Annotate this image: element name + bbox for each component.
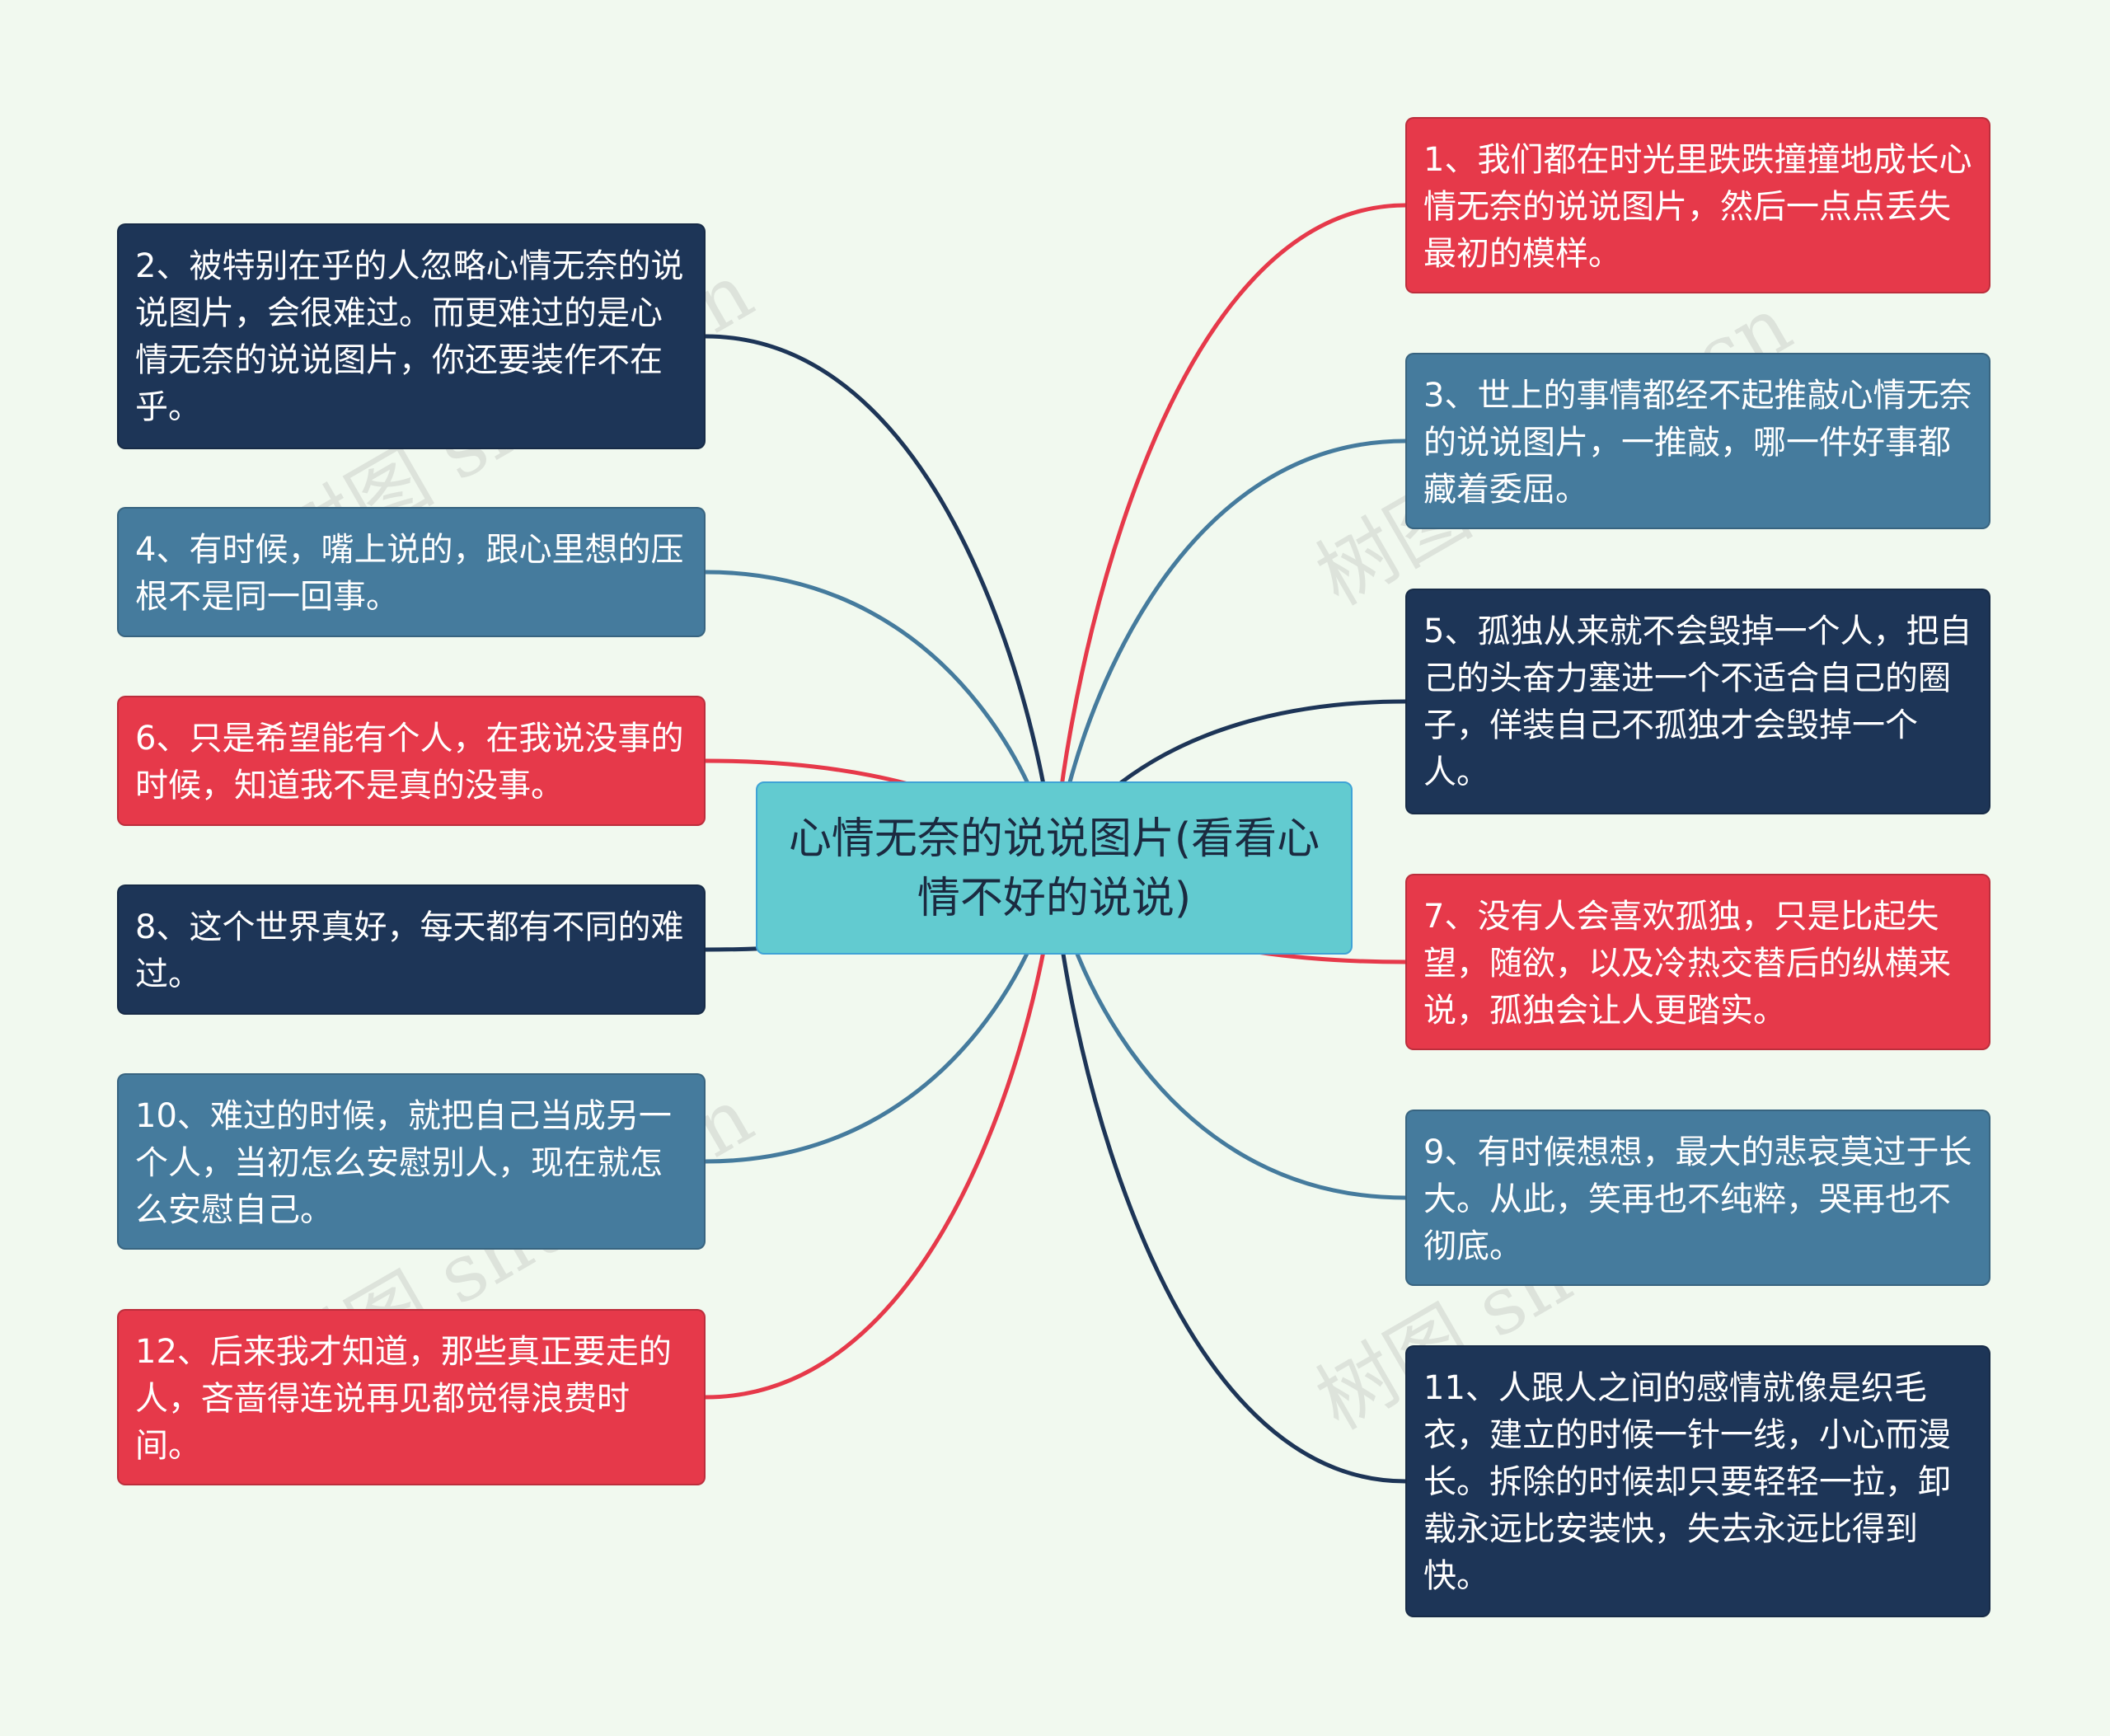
branch-node-5[interactable]: 5、孤独从来就不会毁掉一个人，把自己的头奋力塞进一个不适合自己的圈子，佯装自己不… [1405,589,1990,814]
branch-node-10[interactable]: 10、难过的时候，就把自己当成另一个人，当初怎么安慰别人，现在就怎么安慰自己。 [117,1073,706,1250]
central-topic[interactable]: 心情无奈的说说图片(看看心情不好的说说) [756,781,1353,955]
connector-1 [1052,203,1406,869]
branch-node-7[interactable]: 7、没有人会喜欢孤独，只是比起失望，随欲，以及冷热交替后的纵横来说，孤独会让人更… [1405,874,1990,1050]
branch-node-2[interactable]: 2、被特别在乎的人忽略心情无奈的说说图片，会很难过。而更难过的是心情无奈的说说图… [117,223,706,449]
branch-node-1[interactable]: 1、我们都在时光里跌跌撞撞地成长心情无奈的说说图片，然后一点点丢失最初的模样。 [1405,117,1990,293]
branch-node-9[interactable]: 9、有时候想想，最大的悲哀莫过于长大。从此，笑再也不纯粹，哭再也不彻底。 [1405,1110,1990,1286]
branch-node-3[interactable]: 3、世上的事情都经不起推敲心情无奈的说说图片，一推敲，哪一件好事都藏着委屈。 [1405,353,1990,529]
branch-node-8[interactable]: 8、这个世界真好，每天都有不同的难过。 [117,884,706,1015]
branch-node-4[interactable]: 4、有时候，嘴上说的，跟心里想的压根不是同一回事。 [117,507,706,637]
branch-node-12[interactable]: 12、后来我才知道，那些真正要走的人，吝啬得连说再见都觉得浪费时间。 [117,1309,706,1485]
branch-node-11[interactable]: 11、人跟人之间的感情就像是织毛衣，建立的时候一针一线，小心而漫长。拆除的时候却… [1405,1345,1990,1617]
branch-node-6[interactable]: 6、只是希望能有个人，在我说没事的时候，知道我不是真的没事。 [117,696,706,826]
